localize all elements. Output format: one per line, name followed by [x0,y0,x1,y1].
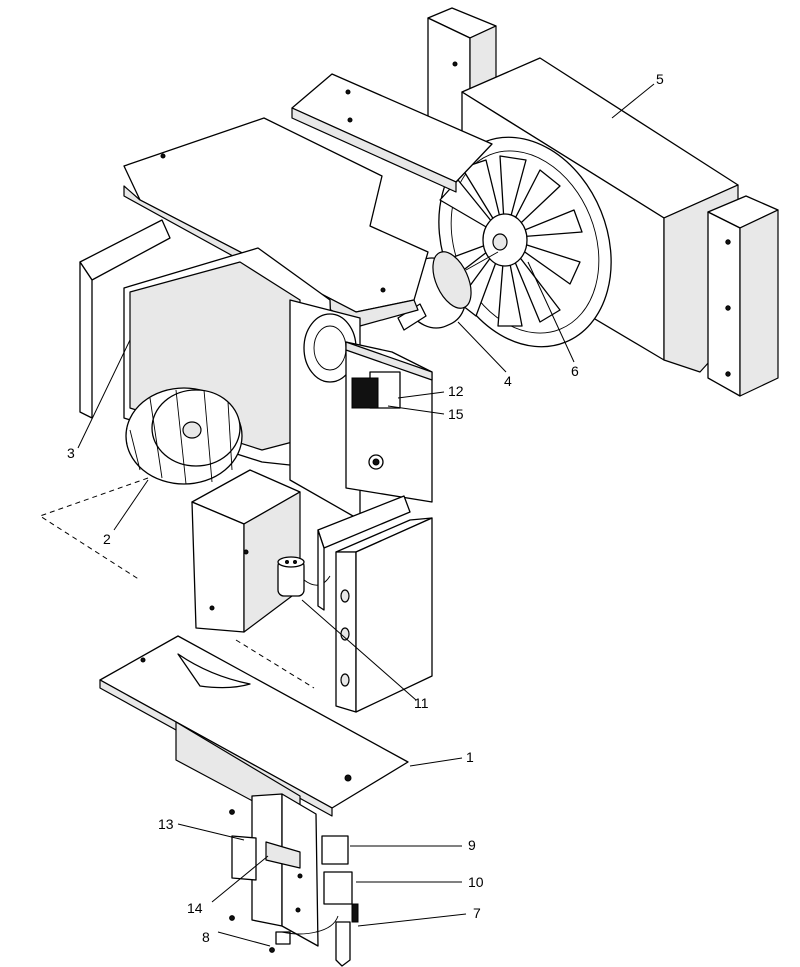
callout-13: 13 [158,816,174,832]
callout-1: 1 [466,749,474,765]
callout-8: 8 [202,929,210,945]
callout-10: 10 [468,874,484,890]
leader-lines [77,83,655,947]
callout-4: 4 [504,373,512,389]
callout-2: 2 [103,531,111,547]
callout-12: 12 [448,383,464,399]
callout-7: 7 [473,905,481,921]
callout-15: 15 [448,406,464,422]
callouts: 1 2 3 4 5 6 7 8 9 10 11 12 13 14 15 [67,71,664,945]
right-side-panels [317,495,433,713]
control-box-bracket [229,793,359,967]
control-panel [345,341,433,503]
dashed-assembly-outline [38,477,315,689]
callout-3: 3 [67,445,75,461]
callout-14: 14 [187,900,203,916]
blower-wheel [125,387,243,485]
callout-9: 9 [468,837,476,853]
base-pan [99,635,409,817]
electrical-tray [191,469,301,633]
top-covers [123,73,493,327]
callout-5: 5 [656,71,664,87]
callout-6: 6 [571,363,579,379]
callout-11: 11 [414,695,429,711]
